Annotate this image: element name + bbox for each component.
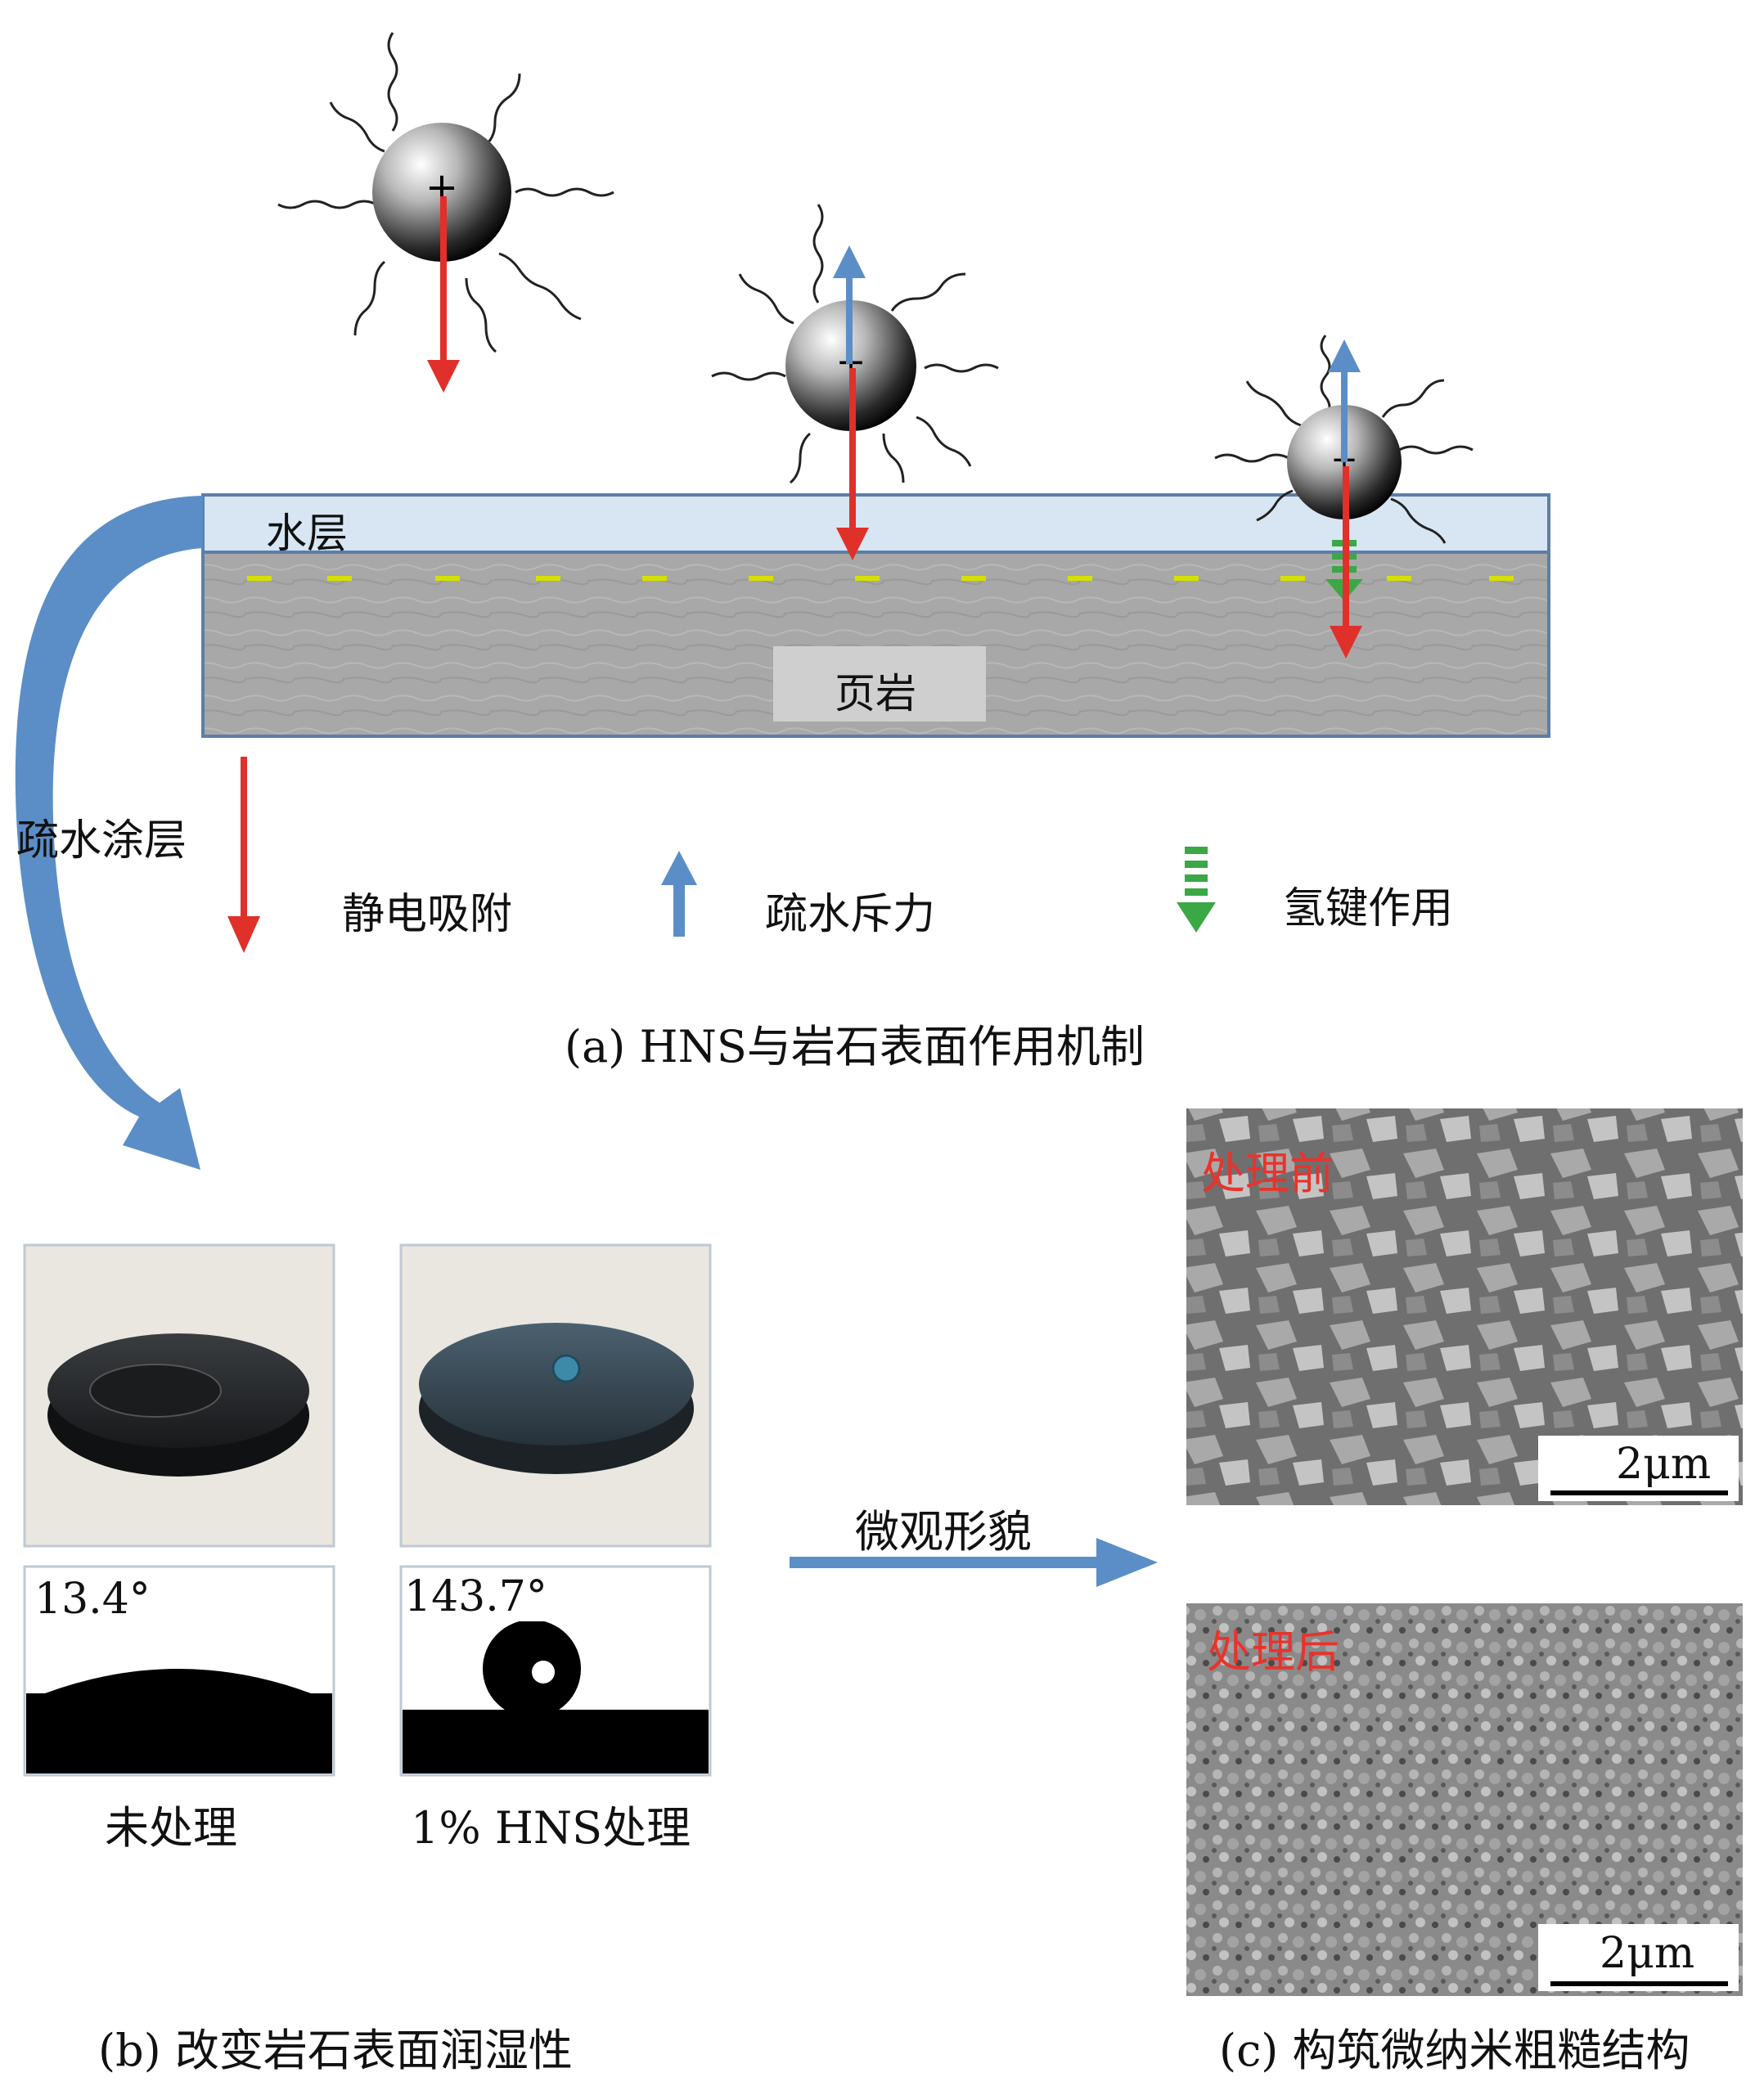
electrostatic-arrow-3 bbox=[1330, 466, 1362, 659]
spherical-droplet-profile bbox=[483, 1620, 581, 1718]
electrostatic-arrow-2 bbox=[836, 368, 869, 560]
scale-before-label: 2μm bbox=[1616, 1440, 1712, 1489]
shale-label: 页岩 bbox=[835, 670, 916, 717]
scale-box-after bbox=[1538, 1924, 1739, 1991]
electrostatic-arrow-1 bbox=[427, 196, 460, 393]
hns-particle-1: + bbox=[277, 32, 614, 353]
hydrophobic-arrow-3 bbox=[1328, 339, 1361, 462]
morphology-label: 微观形貌 bbox=[855, 1506, 1032, 1558]
sem-after-label: 处理后 bbox=[1207, 1626, 1339, 1678]
legend-blue-arrow-icon bbox=[661, 851, 697, 937]
legend-hydrophobic-label: 疏水斥力 bbox=[765, 890, 936, 939]
sem-before-label: 处理前 bbox=[1201, 1148, 1334, 1199]
disc-treated bbox=[419, 1323, 694, 1445]
caption-a: (a) HNS与岩石表面作用机制 bbox=[565, 1021, 1145, 1072]
hydrophobic-arrow-2 bbox=[833, 245, 866, 364]
shale-label-box bbox=[773, 646, 986, 722]
spread-droplet-profile bbox=[45, 1669, 311, 1693]
scale-after-label: 2μm bbox=[1600, 1929, 1695, 1978]
coating-label: 疏水涂层 bbox=[16, 816, 187, 865]
scale-box-before bbox=[1538, 1436, 1739, 1501]
label-untreated: 未处理 bbox=[105, 1802, 237, 1854]
legend-hbond-label: 氢键作用 bbox=[1283, 884, 1454, 933]
hns-particle-2: + bbox=[711, 204, 999, 484]
morphology-arrow bbox=[790, 1538, 1158, 1587]
coating-curved-arrow bbox=[15, 496, 203, 1170]
legend-red-arrow-icon bbox=[227, 757, 260, 953]
angle-untreated: 13.4° bbox=[34, 1575, 151, 1624]
water-spread bbox=[89, 1364, 222, 1418]
panel-b bbox=[23, 1243, 712, 1777]
water-layer-label: 水层 bbox=[266, 510, 348, 557]
caption-c: (c) 构筑微纳米粗糙结构 bbox=[1219, 2025, 1690, 2076]
angle-treated: 143.7° bbox=[404, 1572, 547, 1621]
panel-c bbox=[1186, 1108, 1743, 1996]
legend-green-arrow-icon bbox=[1177, 847, 1216, 933]
caption-b: (b) 改变岩石表面润湿性 bbox=[98, 2025, 573, 2076]
legend-electrostatic-label: 静电吸附 bbox=[342, 890, 513, 939]
water-droplet bbox=[551, 1354, 581, 1383]
label-treated: 1% HNS处理 bbox=[411, 1802, 691, 1854]
panel-a: + + bbox=[15, 32, 1550, 1170]
